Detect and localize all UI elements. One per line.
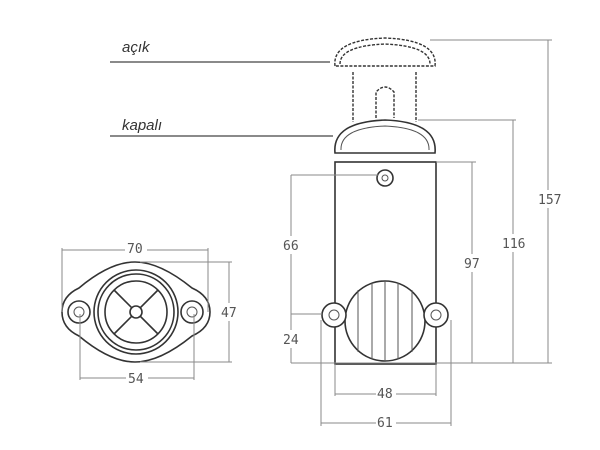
lens-inner xyxy=(104,280,168,344)
dim-157: 157 xyxy=(538,193,561,208)
dim-97: 97 xyxy=(464,257,480,272)
label-closed: kapalı xyxy=(122,117,162,134)
mounting-flange xyxy=(61,261,211,363)
dim-47: 47 xyxy=(221,306,237,321)
front-view xyxy=(61,261,211,363)
stem xyxy=(375,86,395,118)
dim-61: 61 xyxy=(377,416,393,431)
dim-54: 54 xyxy=(128,372,144,387)
side-view xyxy=(321,37,449,365)
dim-116: 116 xyxy=(502,237,525,252)
lens-outer xyxy=(93,269,179,355)
knob-closed xyxy=(334,119,436,154)
label-open: açık xyxy=(122,39,151,56)
dim-24: 24 xyxy=(283,333,299,348)
housing-body xyxy=(334,161,437,365)
right-mount-hole xyxy=(423,302,449,328)
dim-66: 66 xyxy=(283,239,299,254)
dim-48: 48 xyxy=(377,387,393,402)
knob-open xyxy=(334,37,436,67)
dim-70: 70 xyxy=(127,242,143,257)
front-right-hole xyxy=(180,300,204,324)
front-left-hole xyxy=(67,300,91,324)
left-mount-hole xyxy=(321,302,347,328)
lens-center xyxy=(129,305,143,319)
top-mount-hole xyxy=(376,169,394,187)
